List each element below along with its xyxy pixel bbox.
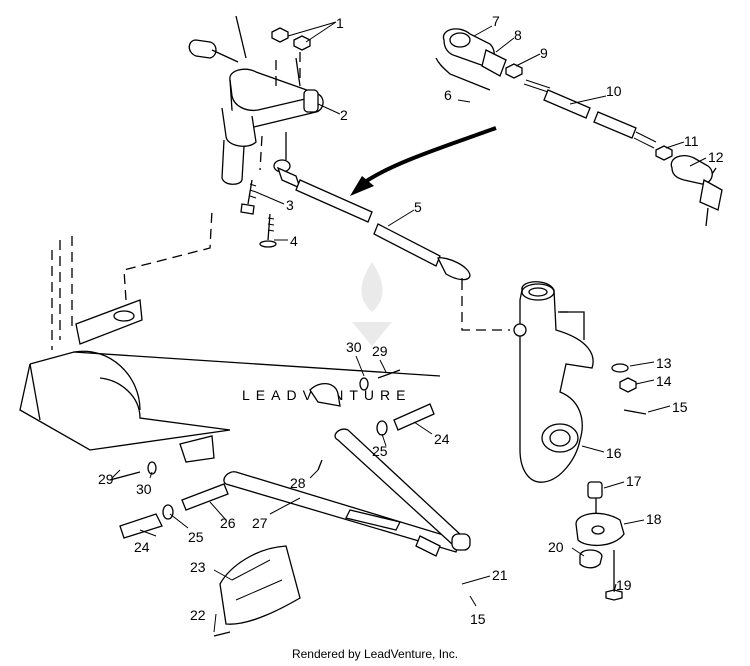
callout-17: 17	[626, 473, 642, 489]
tie-rod-outer-end	[655, 145, 723, 227]
callout-5: 5	[414, 199, 422, 215]
direction-arrow	[350, 126, 497, 196]
spindle-knuckle	[513, 281, 594, 483]
frame-rail	[19, 209, 572, 463]
washer-nut-cotter	[611, 363, 647, 415]
callout-4: 4	[290, 233, 298, 249]
callout-29-upper: 29	[372, 343, 388, 359]
bolt	[240, 179, 257, 215]
callout-27: 27	[252, 515, 268, 531]
callout-30-upper: 30	[346, 339, 362, 355]
callout-13: 13	[656, 355, 672, 371]
callout-10: 10	[606, 83, 622, 99]
callout-15-lower: 15	[470, 611, 486, 627]
callout-24-lower: 24	[134, 539, 150, 555]
callout-23: 23	[190, 559, 206, 575]
skid-plate	[213, 545, 301, 637]
callout-labels: 1 2 3 4 5 6 7 8 9 10 11 12 13 14 15 16 1…	[98, 13, 724, 627]
callout-18: 18	[646, 511, 662, 527]
callout-12: 12	[708, 149, 724, 165]
tie-rod	[276, 166, 471, 290]
lower-a-arm	[223, 428, 471, 557]
callout-3: 3	[286, 197, 294, 213]
callout-25-lower: 25	[188, 529, 204, 545]
callout-1: 1	[336, 15, 344, 31]
callout-22: 22	[190, 607, 206, 623]
callout-26: 26	[220, 515, 236, 531]
callout-29-lower: 29	[98, 471, 114, 487]
callout-30-lower: 30	[136, 481, 152, 497]
callout-19: 19	[616, 577, 632, 593]
steering-column	[188, 15, 324, 185]
callout-25-upper: 25	[372, 443, 388, 459]
render-credit: Rendered by LeadVenture, Inc.	[291, 647, 459, 661]
callout-28: 28	[290, 475, 306, 491]
callout-21: 21	[492, 567, 508, 583]
bushings	[119, 403, 435, 539]
callout-14: 14	[656, 373, 672, 389]
watermark-logo	[352, 262, 392, 346]
callout-24-upper: 24	[434, 431, 450, 447]
adjuster-rod	[523, 79, 657, 149]
callout-6: 6	[444, 87, 452, 103]
bolt-with-washer	[259, 213, 277, 248]
callout-8: 8	[514, 27, 522, 43]
callout-9: 9	[540, 45, 548, 61]
leader-lines	[111, 21, 707, 633]
nut-pair	[271, 27, 311, 51]
callout-20: 20	[548, 539, 564, 555]
callout-2: 2	[340, 107, 348, 123]
tie-rod-end-assembly	[435, 28, 523, 91]
callout-15-upper: 15	[672, 399, 688, 415]
callout-11: 11	[684, 133, 699, 149]
callout-16: 16	[606, 445, 622, 461]
callout-7: 7	[492, 13, 500, 29]
bolts-and-washers	[109, 369, 401, 481]
ball-joint-group	[575, 481, 625, 601]
